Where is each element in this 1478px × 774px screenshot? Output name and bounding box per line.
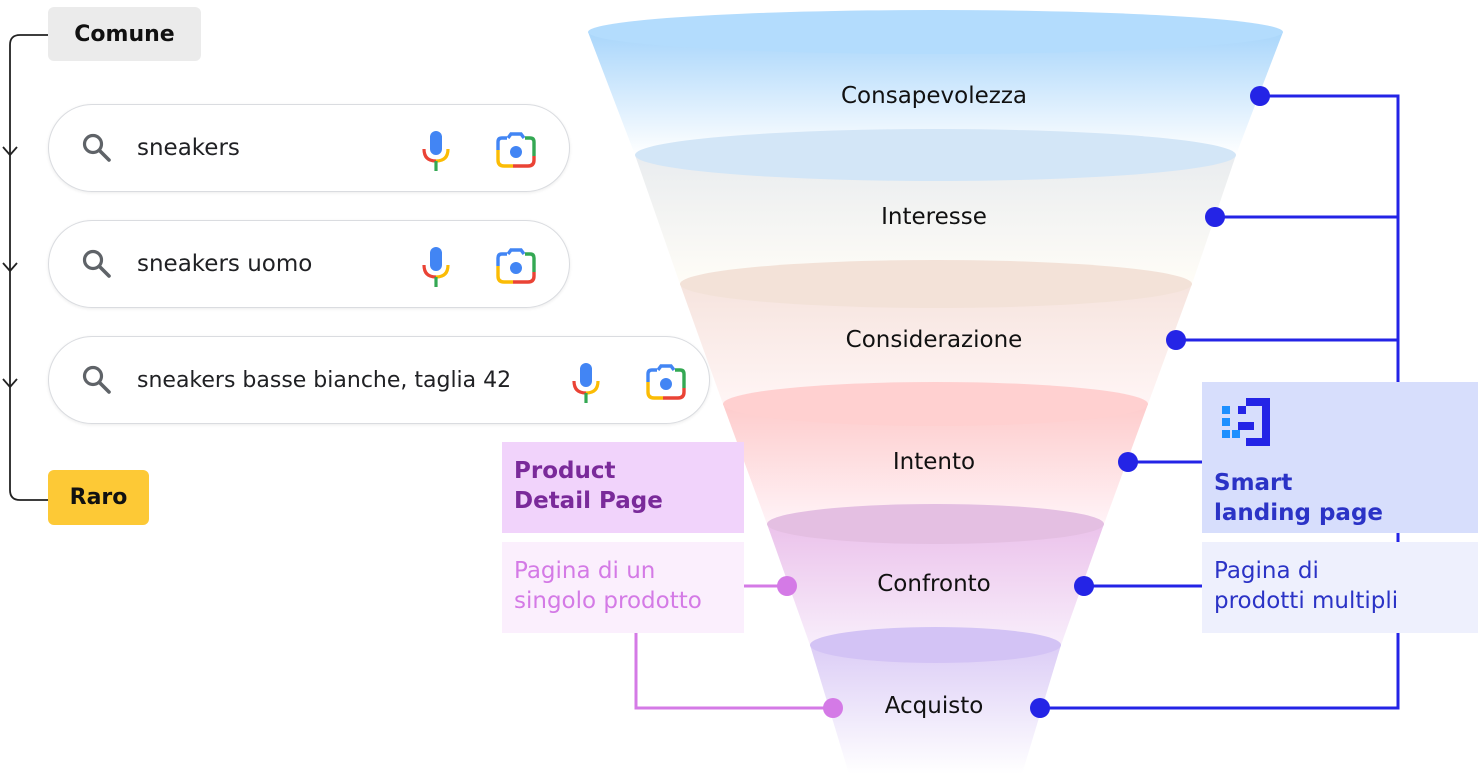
stage-intent: Intento	[892, 449, 976, 475]
rare-tag: Raro	[48, 470, 149, 525]
search-query[interactable]: sneakers uomo	[137, 251, 313, 277]
search-bar-1[interactable]: sneakers	[48, 104, 570, 192]
frequency-bracket	[2, 34, 48, 501]
pdp-connector-dots	[777, 576, 843, 718]
stage-purchase: Acquisto	[884, 693, 984, 719]
camera-lens-icon[interactable]	[495, 248, 537, 286]
slp-connector-dots	[1030, 86, 1270, 718]
search-bar-3[interactable]: sneakers basse bianche, taglia 42	[48, 336, 710, 424]
stage-comparison: Confronto	[877, 571, 991, 597]
slp-title-box: Smart landing page	[1202, 382, 1478, 533]
common-tag: Comune	[48, 7, 201, 61]
pdp-description-box: Pagina di un singolo prodotto	[502, 542, 744, 633]
chevron-down-icon	[2, 146, 18, 157]
search-icon	[82, 133, 111, 162]
microphone-icon[interactable]	[419, 129, 453, 173]
slp-description-box: Pagina di prodotti multipli	[1202, 542, 1478, 633]
chevron-down-icon	[2, 378, 18, 389]
pdp-title-line: Product	[514, 458, 616, 484]
pdp-desc-line: singolo prodotto	[514, 588, 702, 614]
common-tag-label: Comune	[74, 21, 175, 47]
slp-desc-line: Pagina di	[1214, 558, 1319, 584]
chevron-down-icon	[2, 262, 18, 273]
pdp-desc-line: Pagina di un	[514, 558, 656, 584]
stage-consideration: Considerazione	[845, 327, 1023, 353]
microphone-icon[interactable]	[419, 245, 453, 289]
funnel-sections	[588, 10, 1283, 774]
camera-lens-icon[interactable]	[645, 364, 687, 402]
search-query[interactable]: sneakers	[137, 135, 240, 161]
rare-tag-label: Raro	[69, 485, 128, 510]
slp-title-line: Smart	[1214, 470, 1293, 496]
search-bar-2[interactable]: sneakers uomo	[48, 220, 570, 308]
smart-landing-logo-icon	[1222, 398, 1270, 446]
slp-desc-line: prodotti multipli	[1214, 588, 1399, 614]
stage-awareness: Consapevolezza	[841, 83, 1027, 109]
pdp-title-box: Product Detail Page	[502, 442, 744, 533]
slp-title-line: landing page	[1214, 500, 1384, 526]
search-icon	[82, 365, 111, 394]
slp-connectors	[1040, 94, 1400, 710]
microphone-icon[interactable]	[569, 361, 603, 405]
pdp-title-line: Detail Page	[514, 488, 663, 514]
camera-lens-icon[interactable]	[495, 132, 537, 170]
stage-interest: Interesse	[881, 204, 987, 230]
search-icon	[82, 249, 111, 278]
search-query[interactable]: sneakers basse bianche, taglia 42	[137, 367, 512, 393]
